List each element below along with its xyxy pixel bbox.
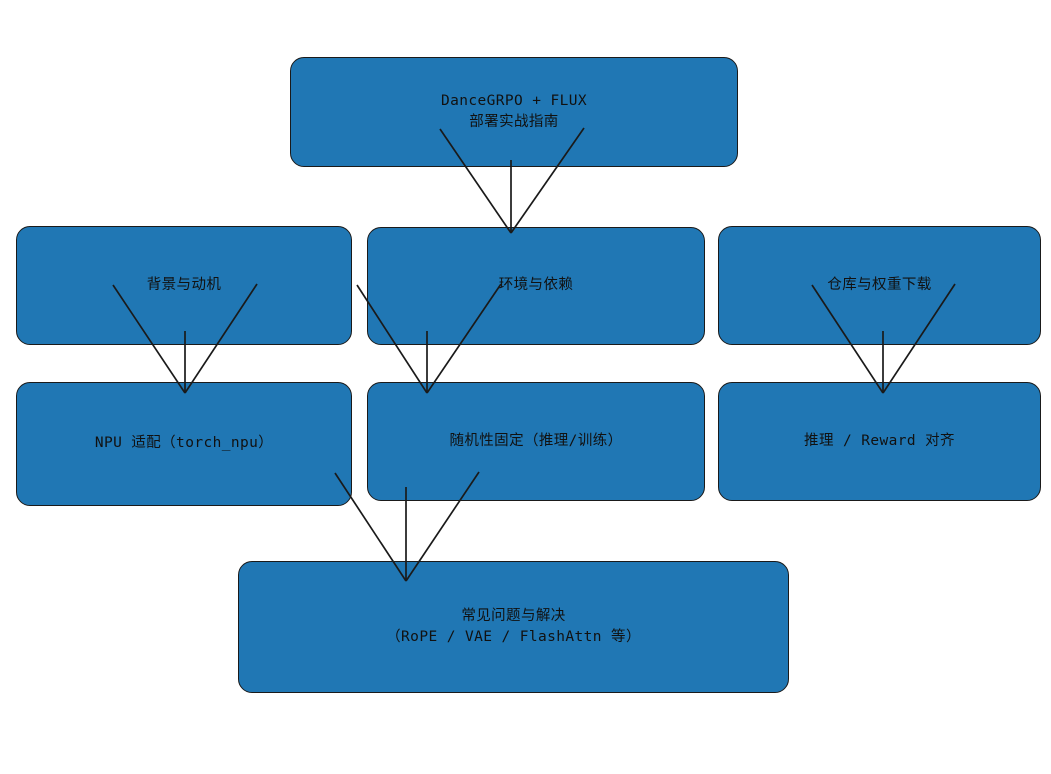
node-root-label: DanceGRPO + FLUX 部署实战指南 <box>440 92 588 130</box>
node-randomness[interactable]: 随机性固定（推理/训练） <box>367 382 705 501</box>
node-background-label: 背景与动机 <box>146 276 222 293</box>
node-environment-label: 环境与依赖 <box>498 277 574 294</box>
node-faq[interactable]: 常见问题与解决 （RoPE / VAE / FlashAttn 等） <box>238 561 789 693</box>
node-reward-align-label: 推理 / Reward 对齐 <box>804 432 955 449</box>
node-npu-adapt[interactable]: NPU 适配（torch_npu） <box>16 382 352 506</box>
node-background[interactable]: 背景与动机 <box>16 226 352 345</box>
node-repo-weights[interactable]: 仓库与权重下载 <box>718 226 1041 345</box>
node-repo-weights-label: 仓库与权重下载 <box>827 276 932 293</box>
node-reward-align[interactable]: 推理 / Reward 对齐 <box>718 382 1041 501</box>
node-randomness-label: 随机性固定（推理/训练） <box>449 432 623 449</box>
node-root[interactable]: DanceGRPO + FLUX 部署实战指南 <box>290 57 738 167</box>
node-environment[interactable]: 环境与依赖 <box>367 227 705 345</box>
node-faq-label: 常见问题与解决 （RoPE / VAE / FlashAttn 等） <box>386 607 641 645</box>
node-npu-adapt-label: NPU 适配（torch_npu） <box>94 435 274 452</box>
